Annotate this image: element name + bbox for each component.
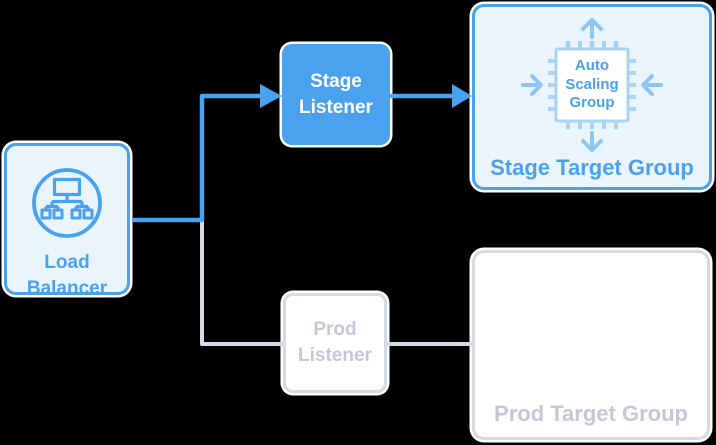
load-balancer-node: Load Balancer bbox=[4, 143, 130, 299]
stage-target-group-node: Auto Scaling Group Stage Target Group bbox=[472, 4, 712, 190]
auto-scaling-chip-icon bbox=[521, 18, 663, 152]
arrow-down-icon bbox=[581, 131, 603, 152]
arrow-up-icon bbox=[581, 18, 603, 39]
connector-lb-to-prod-listener bbox=[200, 220, 283, 346]
arrowhead-icon bbox=[260, 84, 282, 108]
connector-lb-to-stage-listener bbox=[132, 84, 282, 223]
arrow-inward-left-icon bbox=[521, 74, 543, 96]
stage-listener-node: Stage Listener bbox=[282, 44, 390, 145]
stage-target-group-title: Stage Target Group bbox=[490, 155, 694, 180]
auto-scaling-group-label: Auto Scaling Group bbox=[565, 56, 619, 112]
arrowhead-icon bbox=[452, 84, 472, 108]
load-balancer-label: Load Balancer bbox=[26, 252, 108, 299]
connector-stage-listener-to-stage-target bbox=[390, 84, 472, 108]
arrow-inward-right-icon bbox=[641, 74, 663, 96]
prod-listener-label: Prod Listener bbox=[298, 319, 372, 366]
stage-listener-label: Stage Listener bbox=[299, 70, 373, 118]
prod-target-group-title: Prod Target Group bbox=[494, 401, 688, 426]
prod-listener-node: Prod Listener bbox=[283, 293, 387, 393]
load-balancer-icon bbox=[30, 166, 104, 245]
prod-target-group-node: Prod Target Group bbox=[472, 250, 710, 440]
